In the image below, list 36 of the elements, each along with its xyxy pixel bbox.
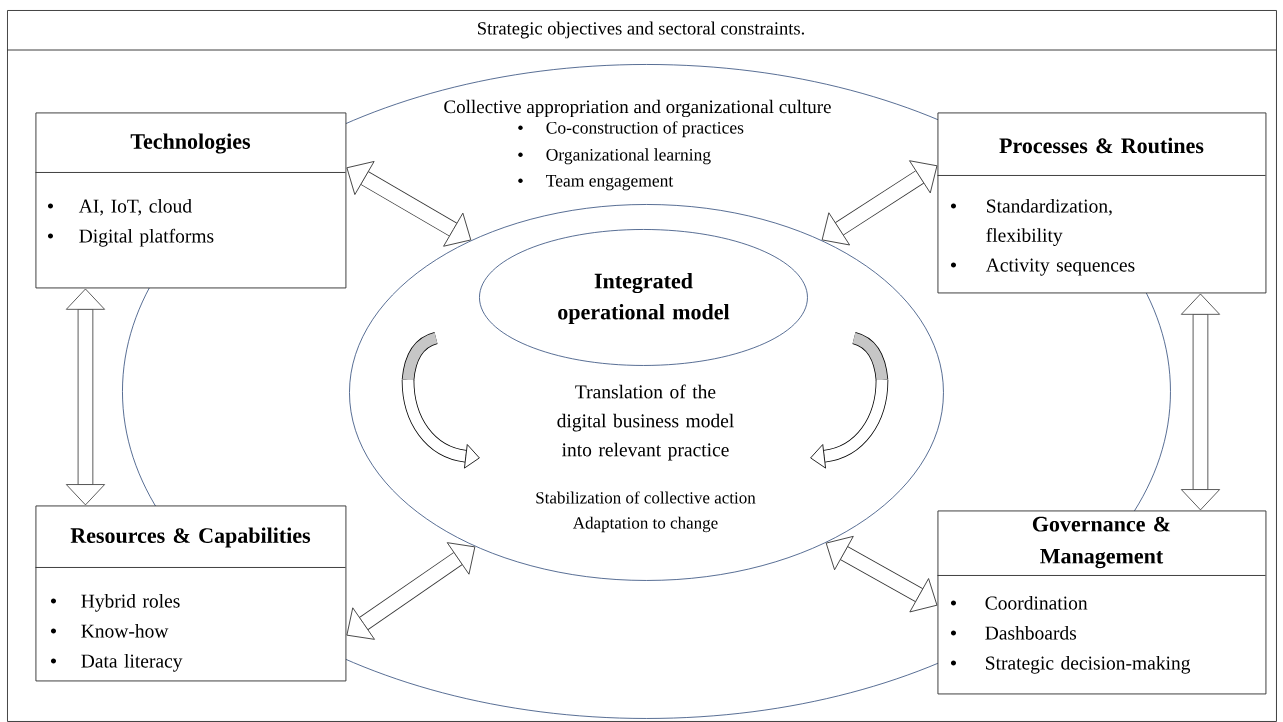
bullet-item: Know-how bbox=[50, 623, 169, 638]
bullet-item: Strategic decision-making bbox=[950, 655, 1191, 674]
middle-ellipse bbox=[349, 204, 944, 581]
content-box bbox=[35, 505, 347, 682]
content-box bbox=[937, 510, 1267, 695]
frame-box bbox=[6, 10, 1277, 722]
body-text: Stabilization of collective action bbox=[536, 491, 756, 504]
double-arrow bbox=[1180, 293, 1221, 511]
inner-ellipse bbox=[479, 229, 808, 366]
heading: Technologies bbox=[130, 133, 251, 154]
double-arrow bbox=[825, 535, 938, 613]
bullet-item: Activity sequences bbox=[950, 258, 1135, 276]
body-text: Translation of the digital business model into relevant practice bbox=[557, 384, 734, 461]
heading: Governance & Management bbox=[1032, 516, 1171, 569]
double-arrow bbox=[65, 288, 106, 506]
heading: Processes & Routines bbox=[999, 137, 1204, 154]
content-box bbox=[937, 112, 1267, 294]
bullet-item: Organizational learning bbox=[518, 148, 711, 165]
bullet-item: Digital platforms bbox=[47, 228, 214, 247]
content-box bbox=[35, 112, 347, 289]
heading: Resources & Capabilities bbox=[70, 527, 311, 548]
double-arrow bbox=[346, 161, 472, 247]
bullet-item: Data literacy bbox=[50, 653, 183, 672]
double-arrow bbox=[821, 160, 938, 246]
bullet-item: Team engagement bbox=[518, 175, 674, 191]
bullet-item: Co-construction of practices bbox=[518, 121, 744, 138]
header-text: Strategic objectives and sectoral constraints. bbox=[478, 21, 805, 39]
bullet-item: Standardization, flexibility bbox=[950, 198, 1112, 246]
body-text: Adaptation to change bbox=[572, 516, 718, 533]
bullet-item: Hybrid roles bbox=[50, 593, 180, 612]
bullet-item: Coordination bbox=[950, 595, 1088, 610]
body-text: Collective appropriation and organizational culture bbox=[444, 99, 831, 118]
heading: Integrated operational model bbox=[558, 273, 730, 324]
double-arrow bbox=[346, 542, 476, 640]
bullet-item: AI, IoT, cloud bbox=[47, 198, 192, 216]
bullet-item: Dashboards bbox=[950, 625, 1077, 640]
